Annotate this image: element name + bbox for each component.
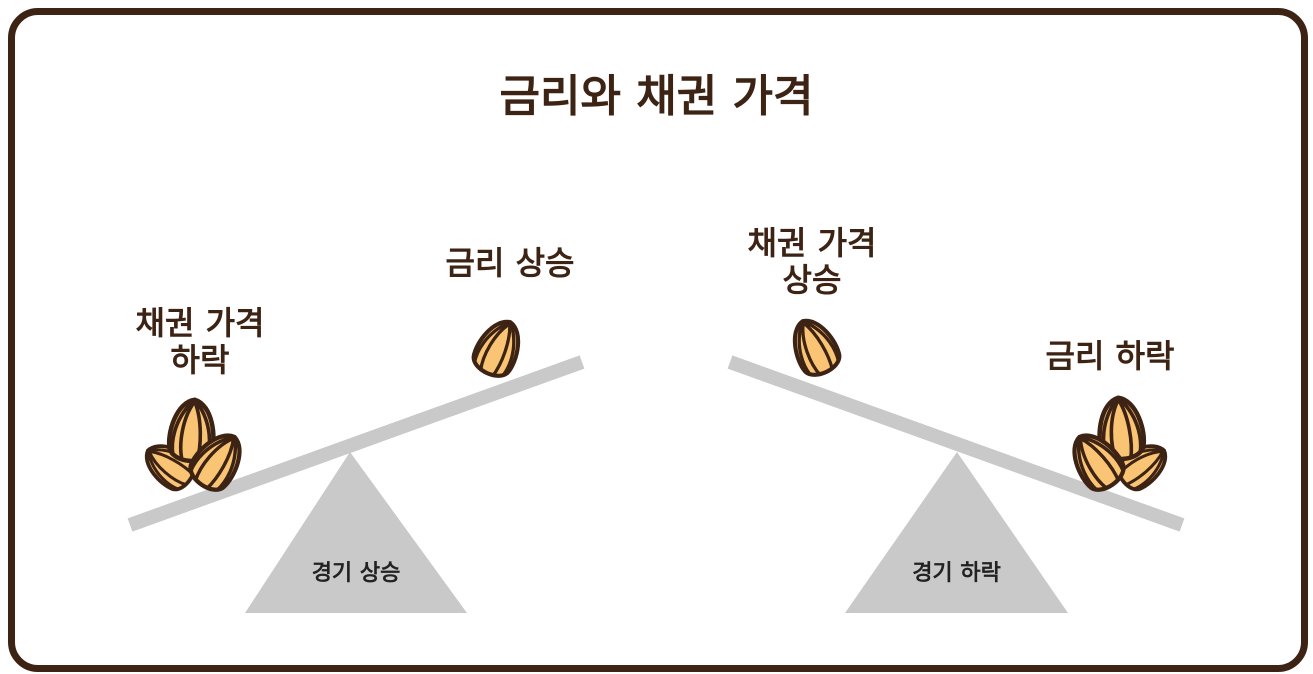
right-rate-label: 금리 하락 <box>1045 337 1175 375</box>
left-beam <box>127 355 585 532</box>
label-line: 상승 <box>782 260 842 299</box>
page-title: 금리와 채권 가격 <box>499 71 814 122</box>
right-bond-price-label: 채권 가격 상승 <box>712 225 912 299</box>
right-fulcrum-label: 경기 하락 <box>912 561 1001 586</box>
diagram-frame <box>8 8 1308 672</box>
left-rate-label: 금리 상승 <box>445 244 575 282</box>
left-fulcrum-label: 경기 상승 <box>311 561 401 586</box>
almond-icon <box>784 313 844 381</box>
right-fulcrum <box>845 452 1068 613</box>
almond-icon <box>468 314 528 382</box>
label-line: 채권 가격 <box>135 304 265 342</box>
label-line: 채권 가격 <box>747 224 877 262</box>
right-beam <box>727 355 1185 532</box>
label-line: 하락 <box>170 340 230 379</box>
left-bond-price-label: 채권 가격 하락 <box>100 305 300 379</box>
left-fulcrum <box>245 452 467 613</box>
